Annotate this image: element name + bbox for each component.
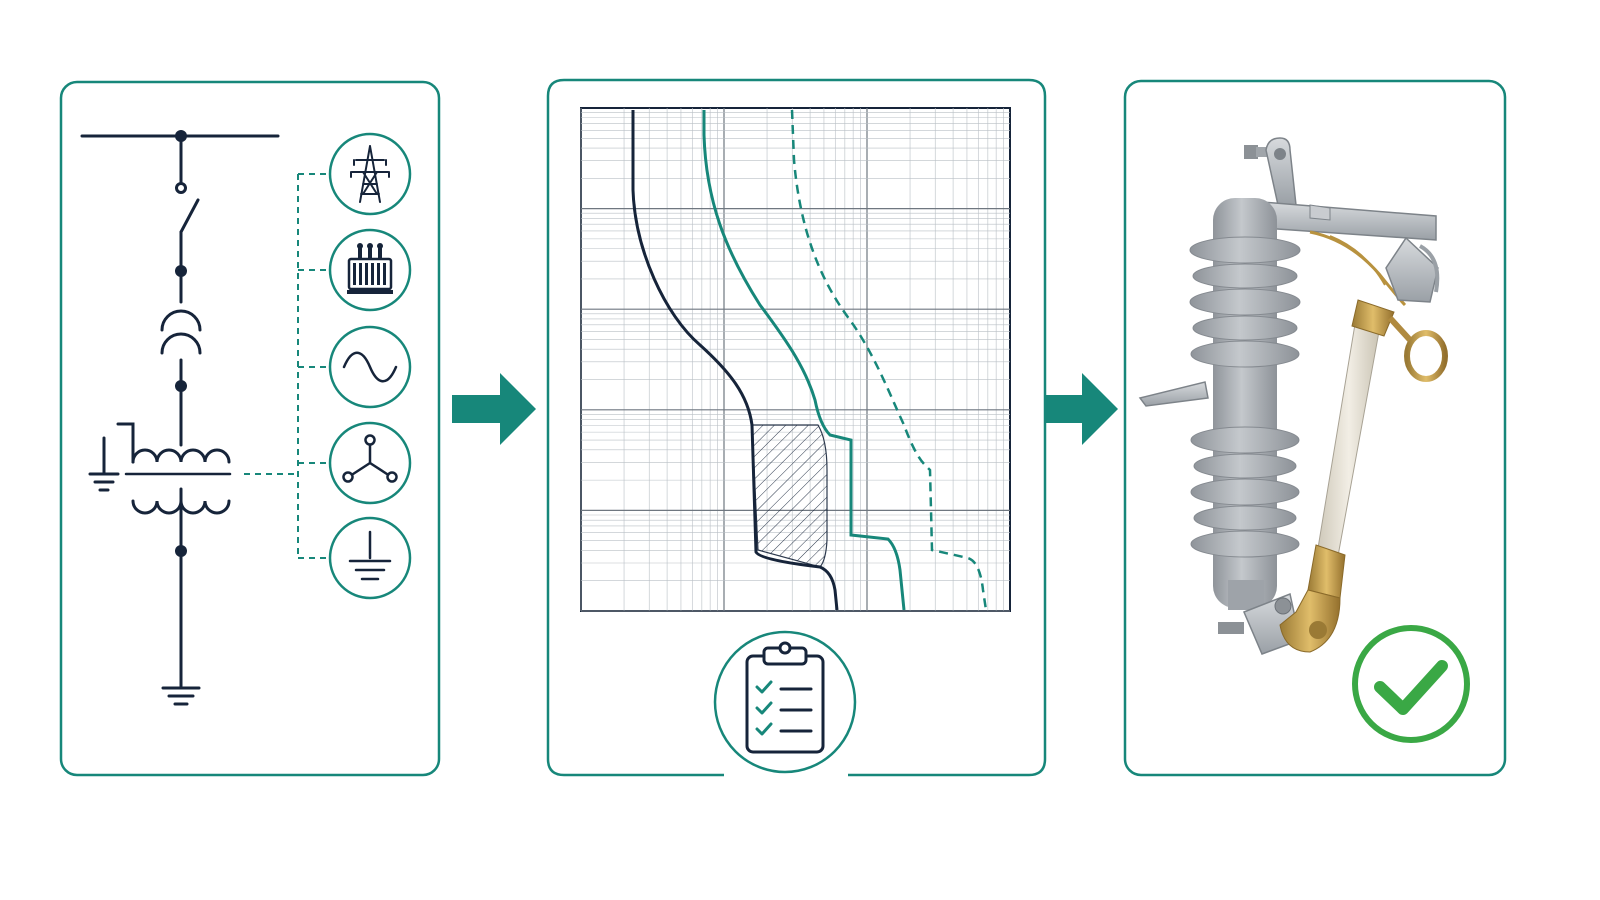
- hatched-region: [751, 424, 828, 568]
- ground-icon: [328, 516, 412, 600]
- legend-connectors: [244, 173, 330, 559]
- switch-contact: [175, 182, 187, 194]
- panel-frame: [546, 78, 1047, 777]
- panel-single-line-diagram: [59, 80, 441, 777]
- wye-connection-icon: [328, 421, 412, 505]
- ground-symbol: [161, 686, 201, 706]
- check-icon: [1352, 625, 1470, 743]
- single-line-diagram: [80, 130, 280, 706]
- right-arrow-icon: [452, 373, 536, 445]
- transformer-icon: [328, 228, 412, 312]
- clipboard-checklist-icon: [713, 630, 857, 774]
- panel-fuse-cutout: [1123, 79, 1507, 777]
- neutral-ground-symbol: [88, 436, 120, 492]
- panel-time-current-curves: [546, 78, 1047, 777]
- curve-dashed-accent: [790, 109, 988, 611]
- ac-source-icon: [328, 325, 412, 409]
- tcc-chart: [580, 107, 1011, 612]
- curve-solid-dark: [631, 110, 839, 611]
- transmission-tower-icon: [328, 132, 412, 216]
- right-arrow-icon: [1046, 373, 1118, 445]
- fuse-cutout-illustration: [1138, 137, 1448, 655]
- fuse-symbol: [160, 309, 202, 355]
- curve-solid-accent: [702, 110, 906, 611]
- neutral-lead: [116, 422, 135, 464]
- transformer-primary-coil: [131, 448, 231, 464]
- disconnect-switch: [179, 198, 200, 234]
